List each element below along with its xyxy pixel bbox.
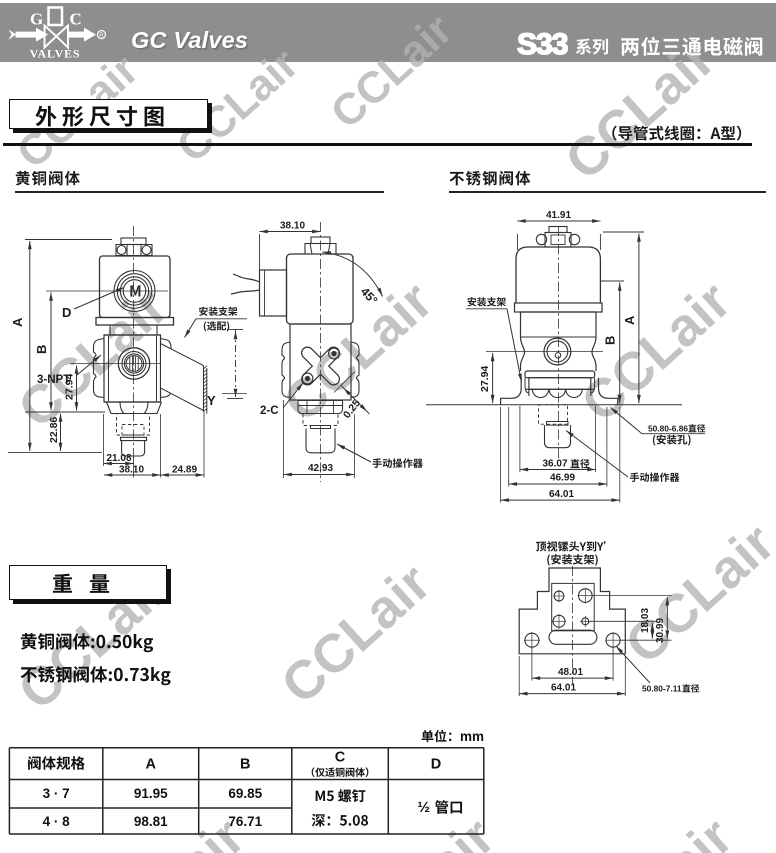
svg-text:½: ½ — [418, 799, 431, 816]
svg-text:38.10: 38.10 — [119, 465, 144, 476]
svg-text:Y: Y — [207, 393, 216, 408]
svg-text:B: B — [240, 757, 250, 773]
svg-text:18.03: 18.03 — [640, 608, 651, 633]
svg-text:45°: 45° — [358, 284, 381, 307]
svg-text:22.86: 22.86 — [48, 417, 60, 443]
svg-text:42.93: 42.93 — [308, 463, 333, 474]
svg-text:64.01: 64.01 — [551, 683, 576, 694]
svg-text:36.07: 36.07 — [543, 459, 568, 470]
svg-text:VALVES: VALVES — [30, 47, 81, 61]
svg-text:30.99: 30.99 — [655, 618, 666, 643]
svg-text:S33: S33 — [517, 28, 568, 61]
svg-text:2-C: 2-C — [260, 405, 279, 417]
svg-text:C: C — [335, 750, 346, 766]
svg-text:69.85: 69.85 — [228, 786, 262, 801]
svg-text:R: R — [99, 32, 104, 39]
svg-text:76.71: 76.71 — [228, 814, 262, 829]
svg-text:0.25: 0.25 — [341, 397, 363, 421]
svg-text:3-NPT: 3-NPT — [37, 374, 70, 386]
svg-text:4 · 8: 4 · 8 — [43, 814, 71, 829]
svg-text:D: D — [431, 757, 441, 773]
svg-text:91.95: 91.95 — [134, 786, 168, 801]
svg-text:B: B — [603, 336, 618, 345]
svg-text:24.89: 24.89 — [172, 465, 197, 476]
svg-text:46.99: 46.99 — [550, 473, 575, 484]
svg-text:50.80-6.86: 50.80-6.86 — [648, 424, 688, 434]
svg-text:41.91: 41.91 — [546, 210, 571, 221]
svg-text:C: C — [70, 10, 82, 29]
svg-text:A: A — [146, 757, 157, 773]
svg-text:3 · 7: 3 · 7 — [43, 786, 70, 801]
svg-text:mm: mm — [460, 729, 484, 744]
svg-text:48.01: 48.01 — [558, 667, 583, 678]
svg-text:21.08: 21.08 — [107, 453, 132, 464]
svg-text:38.10: 38.10 — [280, 221, 305, 232]
svg-text:27.94: 27.94 — [64, 374, 76, 400]
svg-text:D: D — [62, 305, 71, 320]
svg-text:50.80-7.11: 50.80-7.11 — [642, 684, 682, 694]
svg-text:64.01: 64.01 — [549, 489, 574, 500]
svg-text:A: A — [622, 315, 637, 325]
svg-text:A: A — [10, 317, 25, 327]
svg-text:G: G — [30, 10, 43, 29]
svg-text:B: B — [34, 345, 49, 354]
svg-text:27.94: 27.94 — [479, 366, 491, 392]
svg-text:98.81: 98.81 — [134, 814, 168, 829]
